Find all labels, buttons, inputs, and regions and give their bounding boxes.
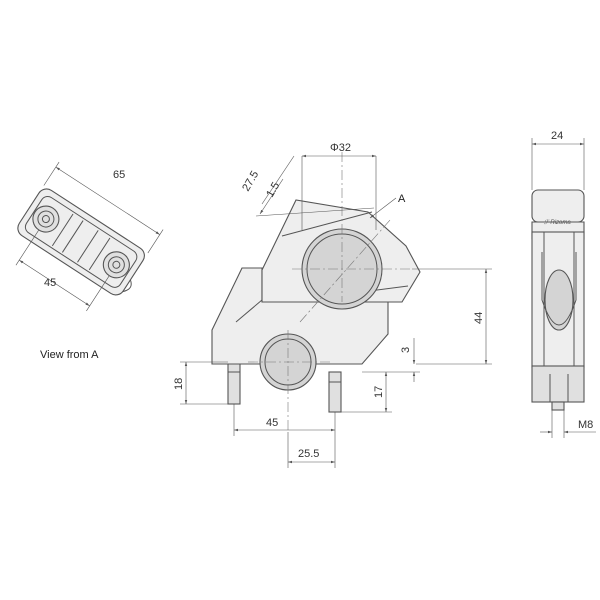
stud-left — [227, 361, 241, 405]
dim-stud-length-left: 18 — [173, 378, 185, 390]
dim-base-hole-spacing: 45 — [266, 417, 278, 429]
side-top-cap — [531, 189, 585, 223]
stud-right — [328, 371, 342, 413]
brand-mark: ℱ Rizoma — [544, 219, 571, 226]
side-stud — [551, 401, 565, 411]
dim-clamp-height: 44 — [473, 312, 485, 324]
dim-thread-size: M8 — [578, 419, 593, 431]
dim-top-hole-spacing: 45 — [44, 277, 56, 289]
dim-base-offset: 25.5 — [298, 448, 319, 460]
dim-offset-small: 3 — [400, 347, 412, 353]
side-base-block — [531, 365, 585, 403]
front-view: Φ32 A 27.5 1.5 44 3 17 18 45 — [173, 142, 492, 468]
top-view: 65 45 View from A — [15, 161, 164, 361]
dim-side-width: 24 — [551, 130, 563, 142]
dim-stud-length-right: 17 — [373, 386, 385, 398]
dim-bar-diameter: Φ32 — [330, 142, 351, 154]
dim-top-length: 65 — [113, 169, 125, 181]
view-marker-a: A — [398, 193, 406, 205]
view-caption: View from A — [40, 349, 99, 361]
top-view-body — [17, 188, 145, 296]
side-bore — [544, 269, 574, 331]
side-view: ℱ Rizoma 24 M8 — [531, 130, 596, 438]
dim-height-offset: 27.5 — [240, 169, 261, 194]
